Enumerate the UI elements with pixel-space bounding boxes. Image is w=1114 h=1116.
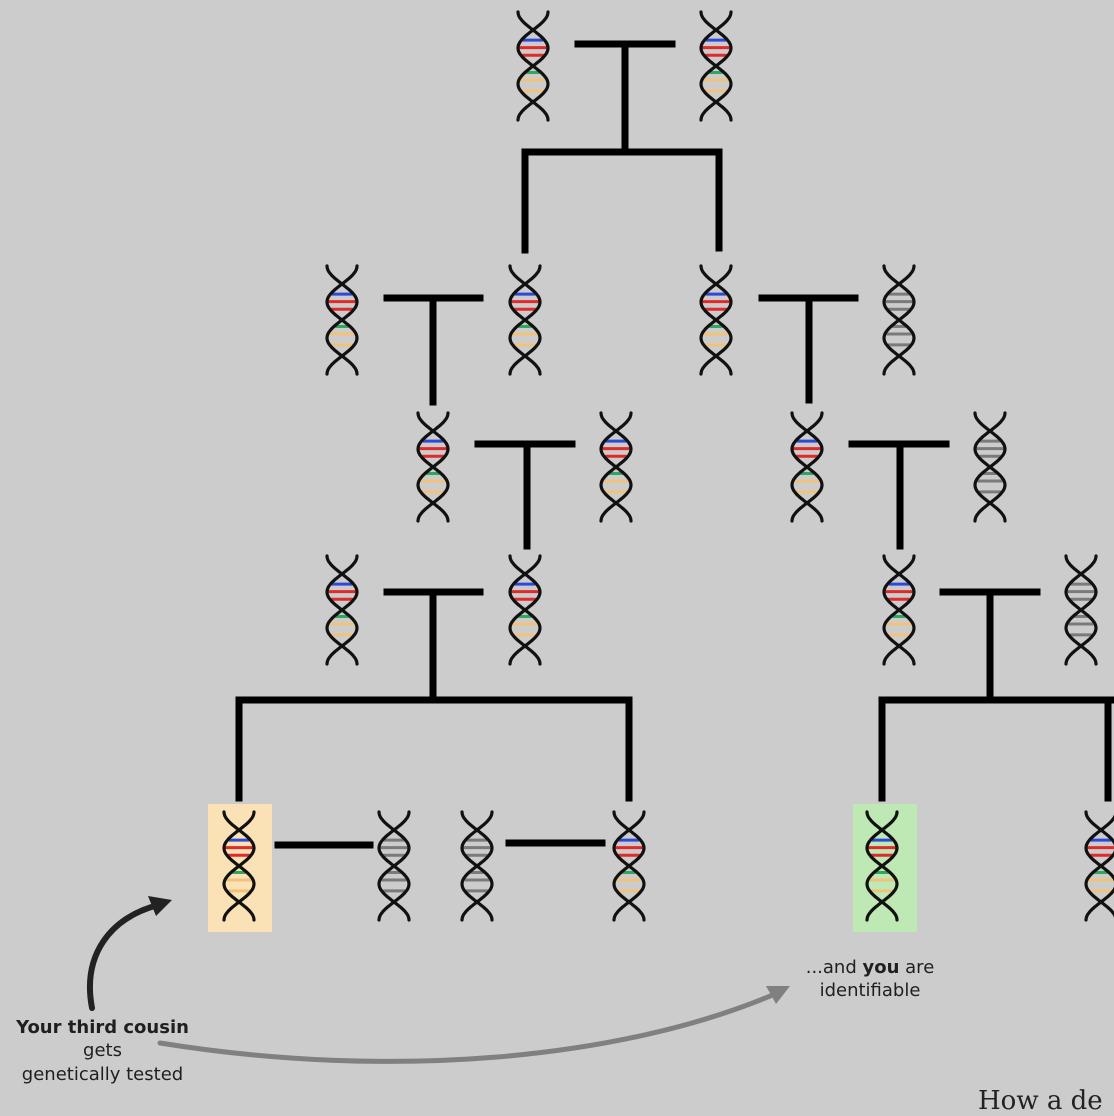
- dna-helix-icon: [790, 411, 824, 523]
- dna-strand: [516, 10, 550, 122]
- third-cousin-dna-icon: [222, 810, 256, 922]
- you-caption-mid: are: [905, 957, 935, 978]
- dna-strand: [699, 264, 733, 376]
- dna-strand: [377, 810, 411, 922]
- dna-strand: [325, 554, 359, 666]
- dna-strand: [865, 810, 899, 922]
- dna-strand: [790, 411, 824, 523]
- dna-helix-icon: [973, 411, 1007, 523]
- dna-helix-icon: [1064, 554, 1098, 666]
- arrows: [87, 896, 790, 1064]
- dna-helix-icon: [508, 554, 542, 666]
- dna-helix-icon: [882, 554, 916, 666]
- dna-strand: [612, 810, 646, 922]
- dna-helix-icon: [699, 264, 733, 376]
- dna-strand: [882, 264, 916, 376]
- dna-helix-icon: [416, 411, 450, 523]
- dna-helix-icon: [325, 554, 359, 666]
- corner-text: How a de: [978, 1086, 1103, 1116]
- highlights: [208, 804, 917, 932]
- you-dna-icon: [865, 810, 899, 922]
- dna-strand: [599, 411, 633, 523]
- dna-helix-icon: [508, 264, 542, 376]
- you-caption-suffix: identifiable: [819, 980, 921, 1002]
- curved-arrow-to-you: [157, 991, 778, 1064]
- dna-helix-icon: [516, 10, 550, 122]
- you-caption-prefix: ...and: [805, 957, 857, 978]
- dna-helix-icon: [599, 411, 633, 523]
- dna-strand: [460, 810, 494, 922]
- cousin-caption-rest-1: gets: [83, 1040, 122, 1062]
- tree-lines: [235, 40, 1114, 849]
- dna-helix-icon: [882, 264, 916, 376]
- dna-strand: [416, 411, 450, 523]
- you-caption-bold: you: [862, 957, 900, 978]
- cousin-caption-bold: Your third cousin: [16, 1017, 189, 1038]
- dna-strand: [222, 810, 256, 922]
- dna-strand: [325, 264, 359, 376]
- dna-helix-icon: [377, 810, 411, 922]
- cousin-caption-rest-2: genetically tested: [21, 1063, 184, 1085]
- dna-strand: [1064, 554, 1098, 666]
- dna-helix-icon: [460, 810, 494, 922]
- dna-helix-icon: [1084, 810, 1114, 922]
- dna-icons: [222, 10, 1114, 922]
- arrowhead-to-you: [766, 986, 790, 1004]
- dna-strand: [508, 264, 542, 376]
- dna-strand: [508, 554, 542, 666]
- dna-helix-icon: [612, 810, 646, 922]
- dna-helix-icon: [325, 264, 359, 376]
- dna-strand: [973, 411, 1007, 523]
- dna-strand: [1084, 810, 1114, 918]
- curved-arrow-to-cousin: [87, 902, 161, 1011]
- arrowhead-to-cousin: [148, 896, 172, 916]
- dna-strand: [699, 10, 733, 122]
- dna-strand: [882, 554, 916, 666]
- dna-helix-icon: [699, 10, 733, 122]
- third-cousin-caption: Your third cousin gets genetically teste…: [0, 1016, 205, 1086]
- you-identifiable-caption: ...and you are identifiable: [760, 956, 980, 1003]
